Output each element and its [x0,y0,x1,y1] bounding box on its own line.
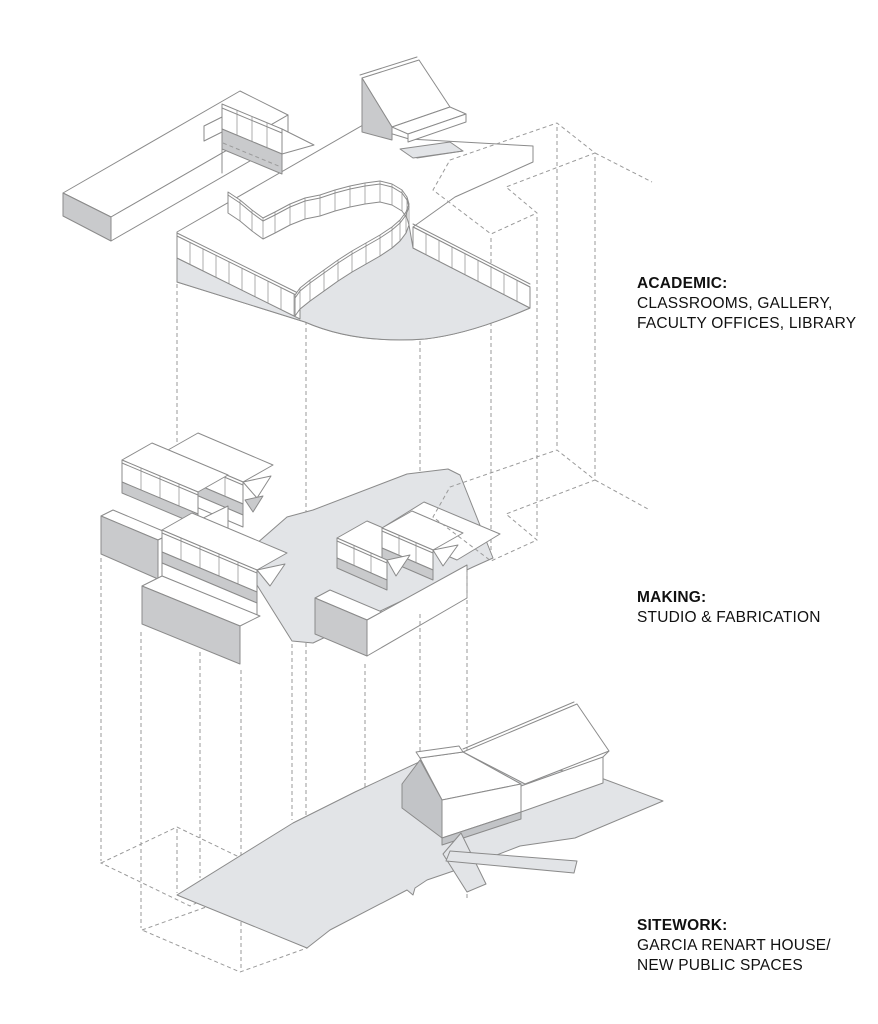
academic-label-line2: FACULTY OFFICES, LIBRARY [637,315,857,332]
house-gable-wall [401,759,443,839]
academic-label: ACADEMIC: CLASSROOMS, GALLERY, FACULTY O… [637,274,877,334]
making-massing [100,432,649,665]
site-path-long [445,850,578,874]
academic-front-window-band [176,232,301,320]
academic-label-line1: CLASSROOMS, GALLERY, [637,295,833,312]
sitework-label-line2: NEW PUBLIC SPACES [637,957,803,974]
house-main-roof [462,703,610,785]
academic-footprint-outline [432,122,597,235]
academic-right-window-band [412,223,531,309]
academic-label-title: ACADEMIC: [637,275,728,292]
making-label: MAKING: STUDIO & FABRICATION [637,588,877,628]
studio-block-c [314,501,501,657]
making-label-line1: STUDIO & FABRICATION [637,609,821,626]
academic-curved-window-band [227,180,410,317]
academic-massing [62,56,597,341]
studio-block-b [141,512,288,665]
making-footprint-outline [432,449,597,562]
sitework-massing [176,701,664,949]
making-label-title: MAKING: [637,589,707,606]
sitework-label-line1: GARCIA RENART HOUSE/ [637,937,831,954]
sitework-label-title: SITEWORK: [637,917,728,934]
sitework-label: SITEWORK: GARCIA RENART HOUSE/ NEW PUBLI… [637,916,877,976]
academic-tower [359,56,467,159]
garcia-renart-house [401,701,610,846]
academic-clerestory [203,103,315,175]
